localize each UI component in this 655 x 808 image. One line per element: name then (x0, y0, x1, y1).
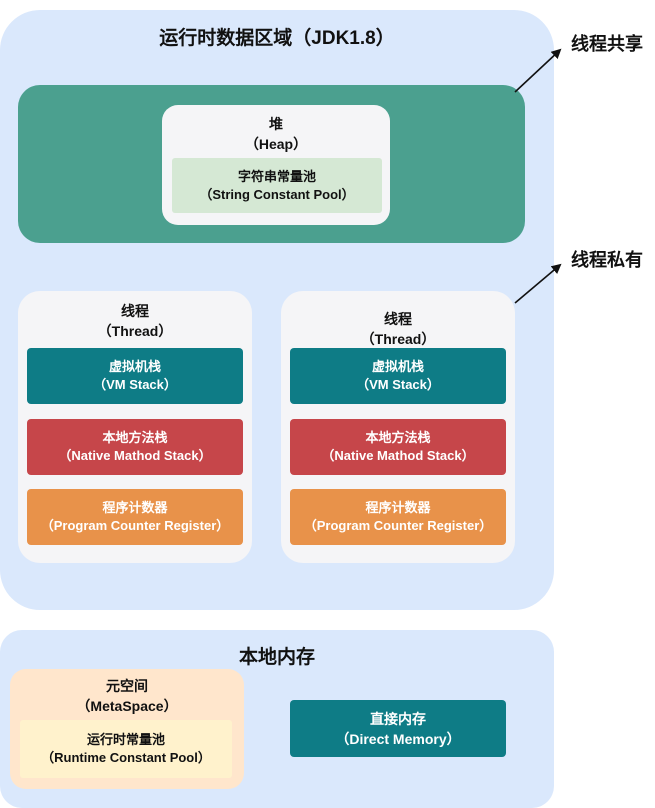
native-memory-title: 本地内存 (238, 646, 315, 668)
program-counter-register-title: 程序计数器 (365, 500, 431, 515)
native-method-stack-box-2: 本地方法栈 （Native Mathod Stack） (290, 419, 506, 475)
native-method-stack-title: 本地方法栈 (102, 430, 168, 445)
thread-title: 线程 (121, 303, 149, 319)
heap-title-block: 堆 （Heap） (162, 112, 390, 156)
metaspace-subtitle: （MetaSpace） (76, 698, 178, 714)
runtime-constant-pool-box: 运行时常量池 （Runtime Constant Pool） (20, 720, 232, 778)
heap-subtitle: （Heap） (244, 136, 308, 152)
native-method-stack-subtitle: （Native Mathod Stack） (321, 448, 475, 463)
thread-subtitle: （Thread） (360, 331, 436, 347)
vm-stack-title: 虚拟机栈 (108, 359, 161, 374)
vm-stack-subtitle: （VM Stack） (356, 377, 440, 392)
thread-shared-label: 线程共享 (571, 34, 643, 54)
thread-subtitle: （Thread） (97, 323, 173, 339)
string-constant-pool-title: 字符串常量池 (237, 168, 316, 184)
thread-title-block-2: 线程 （Thread） (281, 308, 515, 350)
vm-stack-box-2: 虚拟机栈 （VM Stack） (290, 348, 506, 404)
string-constant-pool-subtitle: （String Constant Pool） (199, 186, 355, 202)
vm-stack-title: 虚拟机栈 (371, 359, 424, 374)
direct-memory-box: 直接内存 （Direct Memory） (290, 700, 506, 757)
runtime-constant-pool-subtitle: （Runtime Constant Pool） (41, 750, 211, 765)
runtime-data-area-title: 运行时数据区域（JDK1.8） (159, 27, 395, 49)
direct-memory-title: 直接内存 (370, 710, 426, 727)
program-counter-register-title: 程序计数器 (102, 500, 168, 515)
program-counter-register-box-2: 程序计数器 （Program Counter Register） (290, 489, 506, 545)
heap-title: 堆 (269, 116, 283, 132)
program-counter-register-box-1: 程序计数器 （Program Counter Register） (27, 489, 243, 545)
program-counter-register-subtitle: （Program Counter Register） (303, 518, 493, 533)
native-method-stack-subtitle: （Native Mathod Stack） (58, 448, 212, 463)
string-constant-pool-box: 字符串常量池 （String Constant Pool） (172, 158, 382, 213)
thread-title-block-1: 线程 （Thread） (18, 300, 252, 342)
program-counter-register-subtitle: （Program Counter Register） (40, 518, 230, 533)
metaspace-title: 元空间 (106, 678, 148, 694)
native-method-stack-title: 本地方法栈 (365, 430, 431, 445)
direct-memory-subtitle: （Direct Memory） (335, 730, 461, 747)
vm-stack-box-1: 虚拟机栈 （VM Stack） (27, 348, 243, 404)
metaspace-title-block: 元空间 （MetaSpace） (10, 674, 244, 718)
native-method-stack-box-1: 本地方法栈 （Native Mathod Stack） (27, 419, 243, 475)
runtime-constant-pool-title: 运行时常量池 (86, 732, 165, 747)
thread-private-label: 线程私有 (571, 250, 643, 270)
thread-title: 线程 (384, 311, 412, 327)
vm-stack-subtitle: （VM Stack） (93, 377, 177, 392)
